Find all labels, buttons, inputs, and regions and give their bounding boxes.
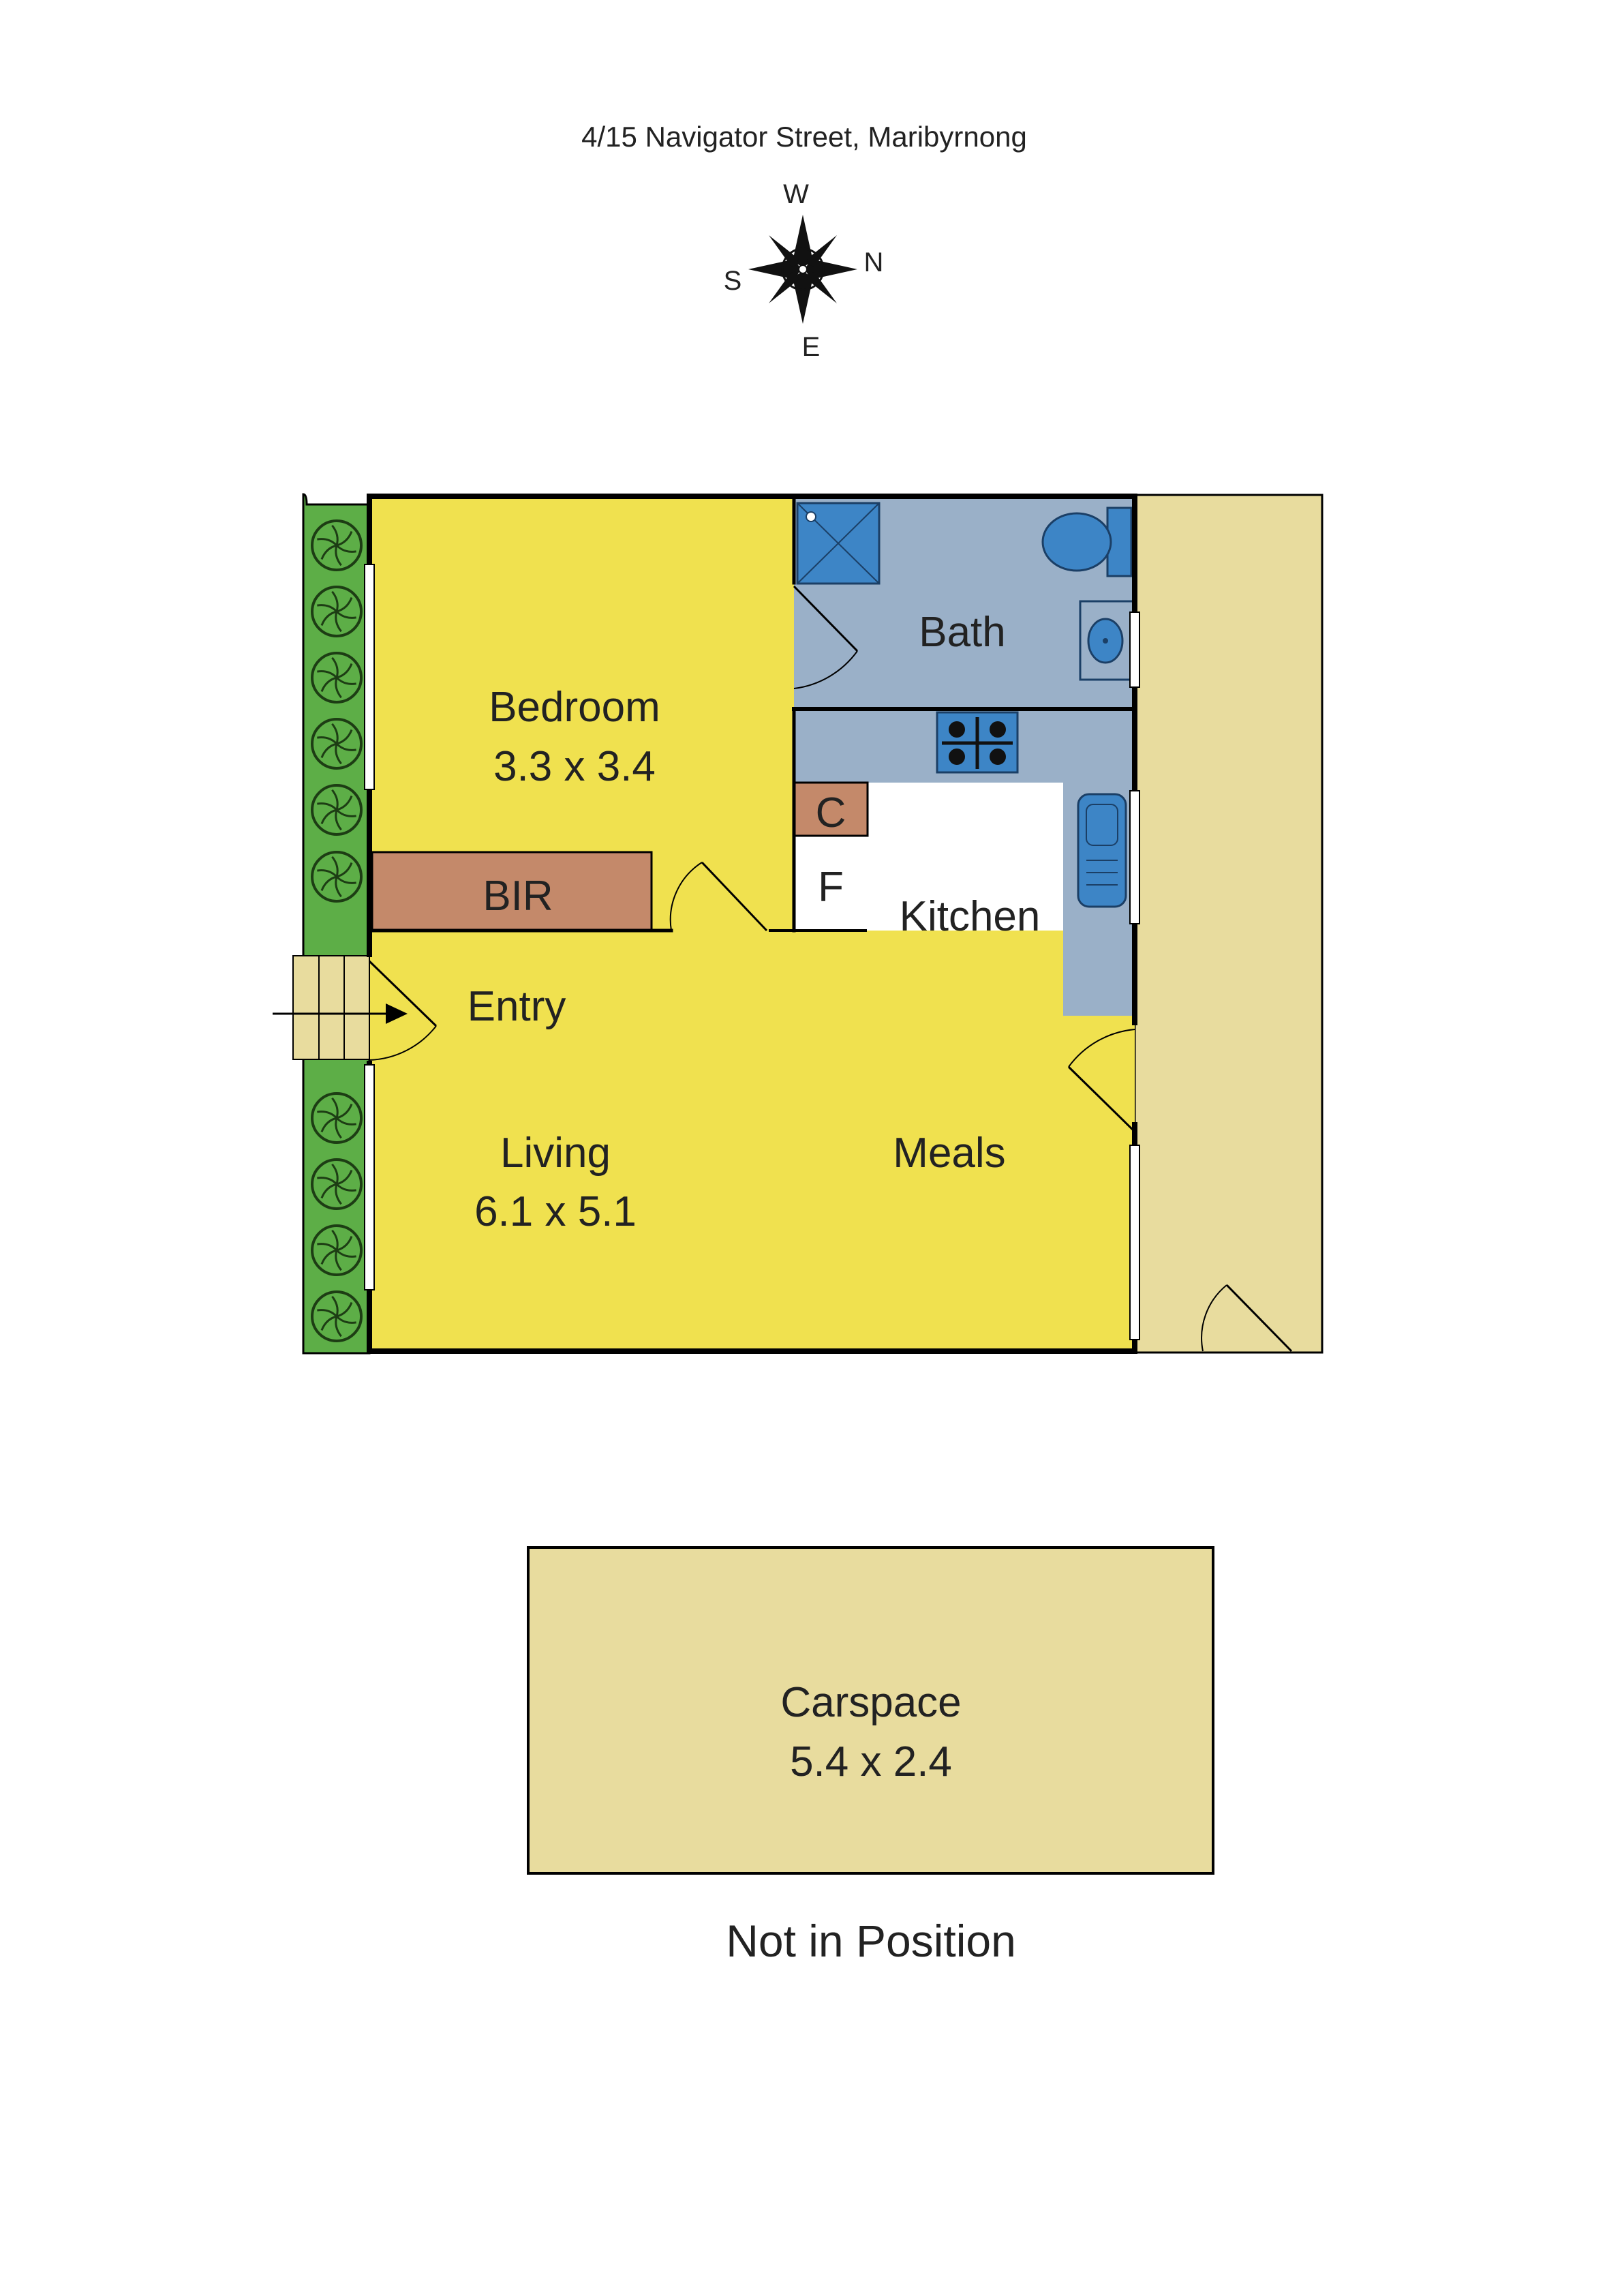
cupboard-cabinet — [793, 781, 869, 837]
shrub-icon — [311, 718, 363, 770]
carspace-label: Carspace — [780, 1679, 961, 1726]
cupboard-label: C — [816, 789, 846, 836]
compass-bottom-label: E — [802, 332, 821, 362]
living-size: 6.1 x 5.1 — [474, 1188, 637, 1235]
compass-top-label: W — [783, 179, 809, 209]
toilet-icon — [1041, 507, 1133, 577]
shrub-icon — [311, 1224, 363, 1276]
shrub-icon — [311, 1290, 363, 1342]
plan-title: 4/15 Navigator Street, Maribyrnong — [581, 121, 1027, 153]
kitchen-label: Kitchen — [900, 893, 1041, 940]
shrub-icon — [311, 586, 363, 637]
entry-steps — [292, 955, 370, 1060]
courtyard-door — [1201, 1284, 1293, 1353]
entry-label: Entry — [468, 983, 566, 1030]
basin-icon — [1079, 600, 1135, 681]
position-note: Not in Position — [726, 1916, 1016, 1966]
cooktop-icon — [936, 711, 1019, 774]
meals-label: Meals — [893, 1130, 1005, 1177]
shrub-icon — [311, 784, 363, 836]
bedroom-label: Bedroom — [489, 684, 660, 731]
bath-label: Bath — [919, 609, 1006, 656]
entry-arrow-icon — [273, 1003, 408, 1024]
bedroom-size: 3.3 x 3.4 — [493, 743, 656, 790]
carspace-area — [527, 1546, 1214, 1875]
compass-rose-icon — [748, 215, 857, 324]
shrub-icon — [311, 1092, 363, 1144]
shower-icon — [796, 502, 881, 585]
bath-door — [793, 585, 859, 689]
carspace-size: 5.4 x 2.4 — [790, 1738, 952, 1785]
meals-door — [1067, 1029, 1136, 1133]
bir-cabinet — [371, 851, 653, 932]
windows — [364, 564, 1140, 1340]
doors — [368, 585, 1293, 1353]
shrub-icon — [311, 519, 363, 571]
garden-shrubs — [311, 519, 363, 1342]
entry-door — [368, 960, 438, 1061]
compass-right-label: N — [864, 247, 884, 277]
bir-label: BIR — [483, 873, 553, 920]
shrub-icon — [311, 1158, 363, 1210]
living-label: Living — [500, 1130, 611, 1177]
courtyard-area — [1133, 494, 1323, 1354]
kitchen-sink-icon — [1077, 793, 1127, 908]
fridge-label: F — [818, 864, 844, 911]
compass-left-label: S — [724, 266, 742, 296]
compass: W S N E — [724, 179, 884, 362]
shrub-icon — [311, 652, 363, 704]
bedroom-door — [669, 861, 768, 932]
shrub-icon — [311, 851, 363, 903]
living-zone — [369, 498, 1135, 1350]
